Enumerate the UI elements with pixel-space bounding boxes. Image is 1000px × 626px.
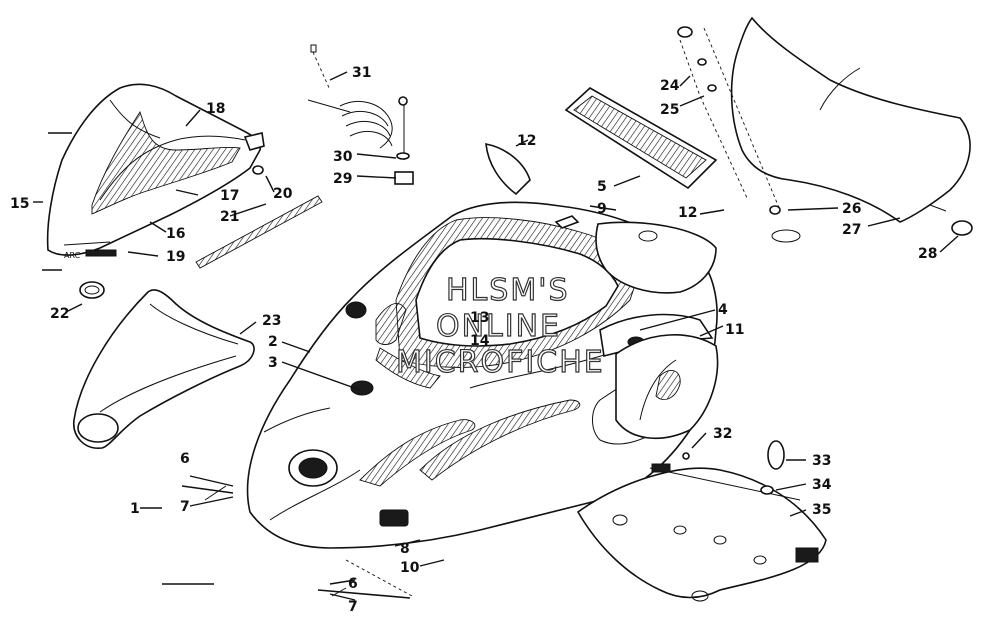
panel-decal-text: ARC <box>64 251 81 260</box>
lower-shield-23 <box>73 289 255 449</box>
decal-12-right <box>595 221 717 294</box>
callout-6-upper: 6 <box>180 451 190 467</box>
fastener-32 <box>682 452 690 460</box>
callout-29: 29 <box>333 171 352 187</box>
callout-labels: 1 2 3 4 5 6 6 7 7 8 9 10 11 12 12 13 14 … <box>10 65 937 615</box>
callout-30: 30 <box>333 149 353 165</box>
belly-pan-35 <box>576 463 827 602</box>
leader-lines <box>33 71 959 601</box>
clip-9 <box>554 215 580 229</box>
rod-6-lower <box>317 589 411 599</box>
callout-33: 33 <box>812 453 831 469</box>
rod-6-upper <box>181 485 234 494</box>
callout-24: 24 <box>660 78 680 94</box>
callout-3: 3 <box>268 355 278 371</box>
callout-13: 13 <box>470 310 489 326</box>
callout-18: 18 <box>206 101 225 117</box>
decal-stripe-21 <box>195 195 323 269</box>
callout-19: 19 <box>166 249 185 265</box>
callout-4: 4 <box>718 302 728 318</box>
callout-27: 27 <box>842 222 861 238</box>
fastener-26 <box>769 205 781 215</box>
callout-6-lower: 6 <box>348 576 358 592</box>
callout-28: 28 <box>918 246 937 262</box>
windshield-27 <box>730 16 971 223</box>
grommet-28 <box>951 220 973 236</box>
ring-33 <box>767 440 785 470</box>
callout-2: 2 <box>268 334 278 350</box>
watermark-line-2: ONLINE <box>436 309 561 344</box>
callout-26: 26 <box>842 201 861 217</box>
callout-22: 22 <box>50 306 69 322</box>
callout-32: 32 <box>713 426 732 442</box>
callout-17: 17 <box>220 188 239 204</box>
callout-7-lower: 7 <box>348 599 358 615</box>
decal-12-left <box>485 143 531 196</box>
callout-1: 1 <box>130 501 140 517</box>
fastener-20 <box>252 165 264 175</box>
callout-14: 14 <box>470 333 490 349</box>
grommet-22 <box>79 281 105 299</box>
callout-35: 35 <box>812 502 831 518</box>
nut-25 <box>697 58 707 66</box>
panel-decal-strip <box>85 249 117 257</box>
callout-31: 31 <box>352 65 371 81</box>
washer-34 <box>760 485 774 495</box>
callout-7-upper: 7 <box>180 499 190 515</box>
callout-34: 34 <box>812 477 832 493</box>
callout-12-right: 12 <box>678 205 697 221</box>
callout-25: 25 <box>660 102 679 118</box>
washer-24 <box>677 26 693 38</box>
callout-10: 10 <box>400 560 420 576</box>
watermark-line-3: MICROFICHE <box>396 345 605 380</box>
left-side-panel: ARC <box>46 83 265 260</box>
callout-15: 15 <box>10 196 29 212</box>
callout-9: 9 <box>597 201 607 217</box>
watermark: HLSM'S ONLINE MICROFICHE <box>395 272 605 380</box>
spring-assembly <box>307 44 414 185</box>
callout-8: 8 <box>400 541 410 557</box>
watermark-line-1: HLSM'S <box>446 273 570 308</box>
main-hood <box>246 201 718 549</box>
callout-21: 21 <box>220 209 239 225</box>
callout-12-upper: 12 <box>517 133 536 149</box>
callout-20: 20 <box>273 186 293 202</box>
callout-5: 5 <box>597 179 607 195</box>
callout-11: 11 <box>725 322 744 338</box>
callout-16: 16 <box>166 226 185 242</box>
callout-23: 23 <box>262 313 281 329</box>
